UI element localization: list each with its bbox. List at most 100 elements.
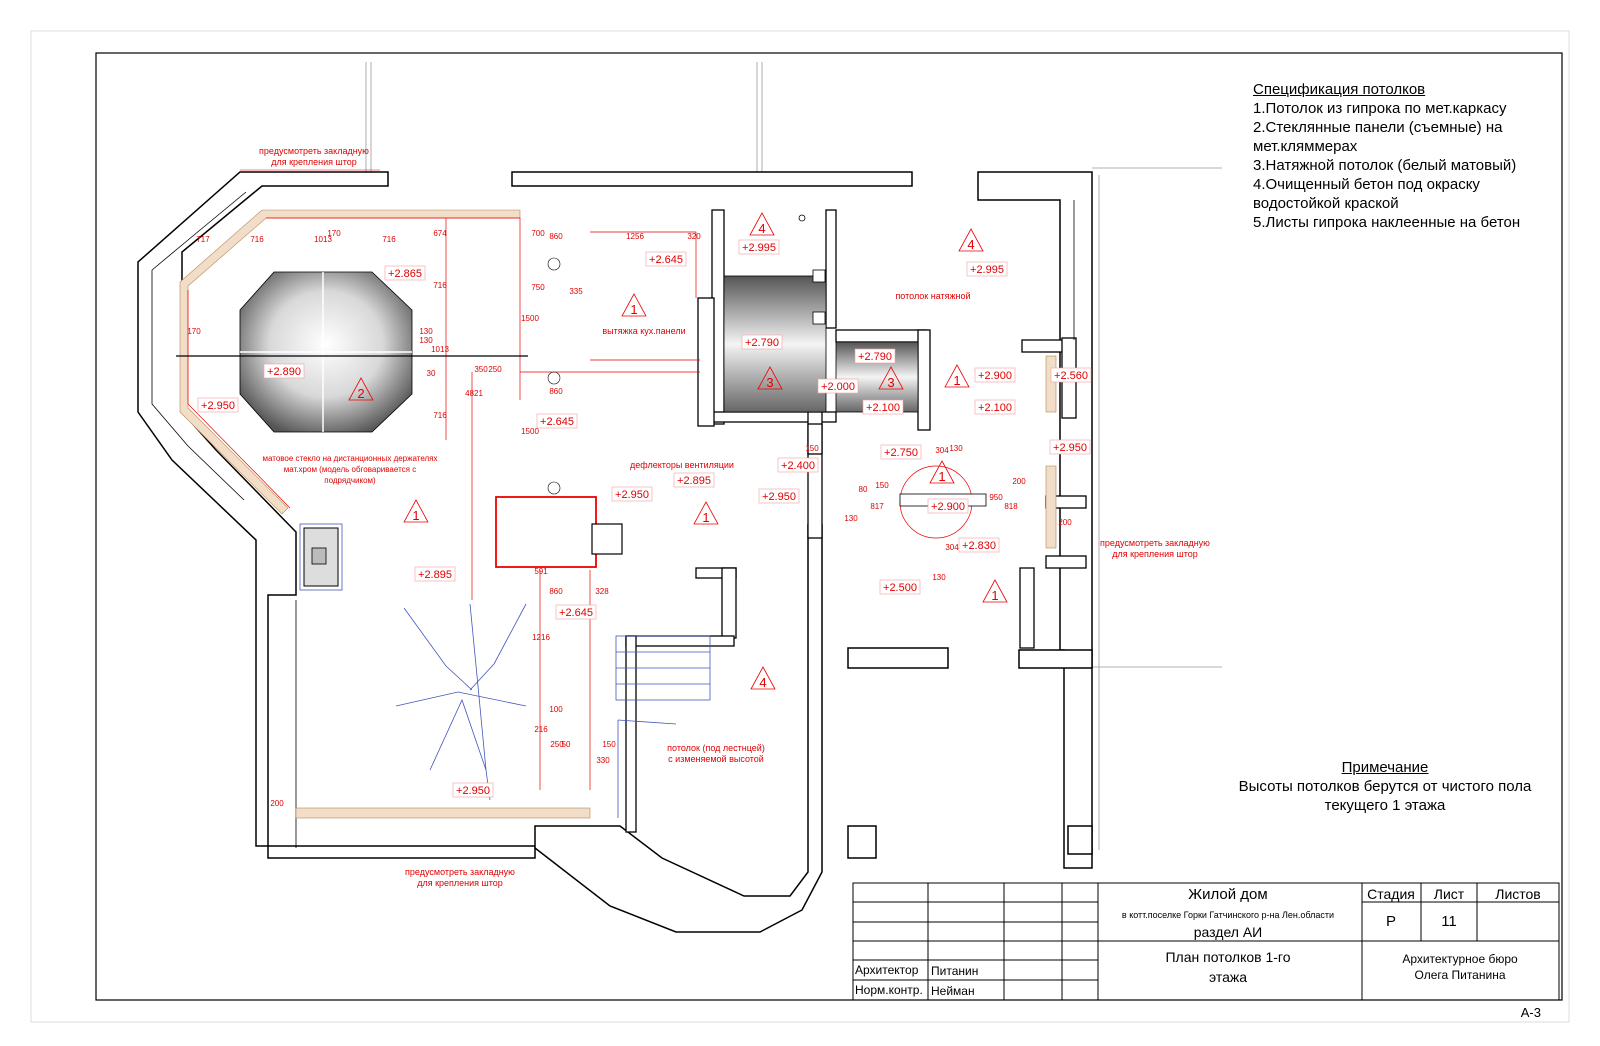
triangle-marker xyxy=(749,212,775,236)
triangle-marker xyxy=(693,501,719,525)
height-value: +2.950 xyxy=(615,489,649,501)
height-label: +2.900 xyxy=(974,367,1016,383)
height-value: +2.100 xyxy=(978,402,1012,414)
height-value: +2.790 xyxy=(745,337,779,349)
dimension-label: 716 xyxy=(433,281,447,290)
role-norm-control: Норм.контр. xyxy=(855,983,923,997)
height-label-frame xyxy=(966,261,1008,277)
dimension-label: 200 xyxy=(1058,518,1072,527)
ceiling-type-marker: 4 xyxy=(958,228,984,252)
dimension-label: 330 xyxy=(596,756,610,765)
bay-window xyxy=(151,191,1075,848)
ceiling-type-marker: 3 xyxy=(757,366,783,390)
sheet-code: А-3 xyxy=(1521,1005,1541,1020)
height-label-frame xyxy=(974,399,1016,415)
ceiling-type-number: 1 xyxy=(938,469,945,484)
height-label-frame xyxy=(854,348,896,364)
height-value: +2.995 xyxy=(970,264,1004,276)
height-label-frame xyxy=(611,486,653,502)
height-value: +2.900 xyxy=(931,501,965,513)
height-value: +2.560 xyxy=(1054,370,1088,382)
project-name: Жилой дом xyxy=(1188,886,1267,903)
ceiling-type-number: 3 xyxy=(766,375,773,390)
height-value: +2.645 xyxy=(540,416,574,428)
ceiling-type-number: 4 xyxy=(758,221,765,236)
height-label: +2.000 xyxy=(817,378,859,394)
height-value: +2.645 xyxy=(559,607,593,619)
dimension-label: 304 xyxy=(945,543,959,552)
callout-note-line: мат.хром (модель обговаривается с xyxy=(284,465,416,474)
height-label-frame xyxy=(777,457,819,473)
callout-note-line: для крепления штор xyxy=(1112,549,1198,559)
name-norm-control: Нейман xyxy=(931,984,975,998)
callout-note-line: вытяжка кух.панели xyxy=(602,326,685,336)
ceiling-type-marker: 3 xyxy=(878,366,904,390)
height-label: +2.645 xyxy=(536,413,578,429)
firm-line2: Олега Питанина xyxy=(1415,968,1506,982)
height-label: +2.790 xyxy=(741,334,783,350)
height-label: +2.100 xyxy=(974,399,1016,415)
sheet-name-line2: этажа xyxy=(1209,969,1247,985)
project-section: раздел АИ xyxy=(1194,924,1262,940)
dimension-label: 80 xyxy=(859,485,868,494)
dimension-label: 717 xyxy=(196,235,210,244)
dimension-label: 150 xyxy=(875,481,889,490)
dimension-label: 130 xyxy=(419,327,433,336)
height-value: +2.950 xyxy=(456,785,490,797)
height-label-frame xyxy=(197,397,239,413)
perimeter-strips xyxy=(179,209,1057,819)
dimension-label: 674 xyxy=(433,229,447,238)
height-label: +2.645 xyxy=(645,251,687,267)
ceiling-type-number: 1 xyxy=(991,588,998,603)
triangle-marker xyxy=(750,666,776,690)
height-label-frame xyxy=(384,265,426,281)
spec-item: 1.Потолок из гипрока по мет.каркасу xyxy=(1253,100,1507,117)
spec-item: 5.Листы гипрока наклеенные на бетон xyxy=(1253,214,1521,231)
dimension-label: 950 xyxy=(989,493,1003,502)
height-value: +2.950 xyxy=(201,400,235,412)
ceiling-type-number: 4 xyxy=(967,237,974,252)
role-architect: Архитектор xyxy=(855,963,919,977)
height-label: +2.900 xyxy=(927,498,969,514)
dimension-label: 30 xyxy=(427,369,436,378)
height-label-frame xyxy=(1049,439,1091,455)
dimension-label: 130 xyxy=(844,514,858,523)
dimension-label: 716 xyxy=(250,235,264,244)
height-label: +2.830 xyxy=(958,537,1000,553)
dimension-label: 150 xyxy=(602,740,616,749)
height-label-frame xyxy=(741,334,783,350)
height-label-frame xyxy=(738,239,780,255)
callout-note: матовое стекло на дистанционных держател… xyxy=(262,454,437,485)
callout-note-line: матовое стекло на дистанционных держател… xyxy=(262,454,437,463)
interior-walls xyxy=(625,209,1087,833)
height-label: +2.895 xyxy=(673,472,715,488)
height-label: +2.995 xyxy=(738,239,780,255)
callout-note: дефлекторы вентиляции xyxy=(630,460,734,470)
height-label-frame xyxy=(555,604,597,620)
height-label-frame xyxy=(958,537,1000,553)
dimension-label: 716 xyxy=(433,411,447,420)
height-label-frame xyxy=(414,566,456,582)
height-value: +2.895 xyxy=(418,569,452,581)
dimension-label: 4821 xyxy=(465,389,483,398)
dimension-label: 716 xyxy=(382,235,396,244)
triangle-marker xyxy=(621,293,647,317)
dimension-label: 150 xyxy=(805,444,819,453)
height-value: +2.750 xyxy=(884,447,918,459)
height-value: +2.790 xyxy=(858,351,892,363)
height-label: +2.950 xyxy=(611,486,653,502)
sheet-header: Лист xyxy=(1434,886,1465,902)
callout-note-line: потолок натяжной xyxy=(895,291,970,301)
firm-line1: Архитектурное бюро xyxy=(1402,952,1518,966)
dimension-label: 1500 xyxy=(521,427,539,436)
dimension-label: 1013 xyxy=(431,345,449,354)
height-label: +2.500 xyxy=(879,579,921,595)
ceiling-type-marker: 4 xyxy=(749,212,775,236)
dimension-label: 1500 xyxy=(521,314,539,323)
fireplace xyxy=(303,214,987,587)
callout-note: потолок (под лестнцей)с изменяемой высот… xyxy=(667,743,765,764)
note-title: Примечание xyxy=(1341,759,1429,776)
dimension-label: 200 xyxy=(1012,477,1026,486)
